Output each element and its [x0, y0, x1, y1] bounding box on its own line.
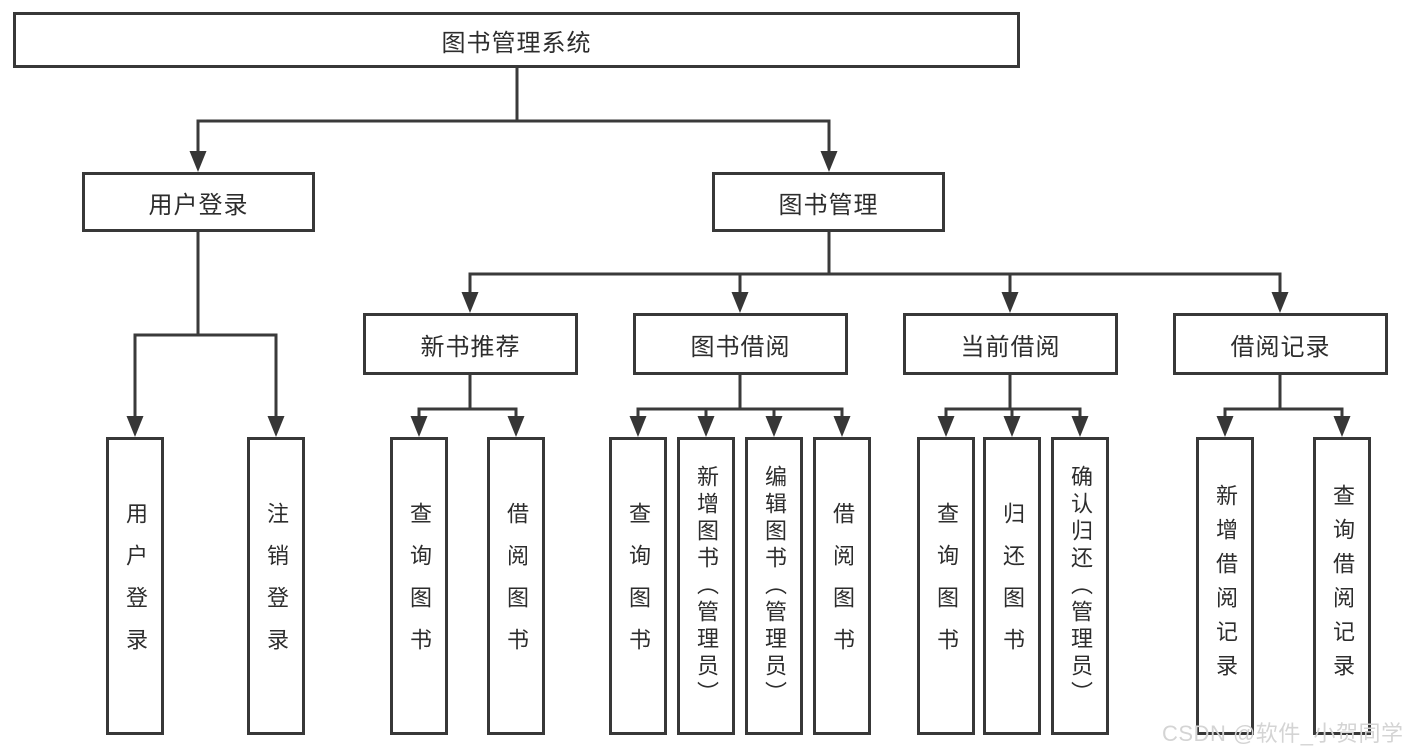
- leaf-label: 新增图书（管理员）: [694, 464, 719, 708]
- leaf-edit-books-admin: 编辑图书（管理员）: [745, 437, 803, 735]
- leaf-label: 查询图书: [934, 502, 959, 670]
- leaf-confirm-return-admin: 确认归还（管理员）: [1051, 437, 1109, 735]
- leaf-add-borrow-record: 新增借阅记录: [1196, 437, 1254, 735]
- node-label: 图书借阅: [690, 333, 791, 361]
- leaf-logout-login: 注销登录: [247, 437, 305, 735]
- leaf-borrow-books-recommend: 借阅图书: [487, 437, 545, 735]
- node-library-management-system: 图书管理系统: [13, 12, 1020, 68]
- connector-new-book-recommendation-to-leaves: [410, 373, 525, 437]
- leaf-borrow-books-borrowing: 借阅图书: [813, 437, 871, 735]
- leaf-label: 归还图书: [1000, 502, 1025, 670]
- leaf-label: 编辑图书（管理员）: [762, 464, 787, 708]
- leaf-query-books-recommend: 查询图书: [390, 437, 448, 735]
- leaf-query-books-current: 查询图书: [917, 437, 975, 735]
- leaf-label: 查询图书: [407, 502, 432, 670]
- leaf-label: 确认归还（管理员）: [1068, 464, 1093, 708]
- node-label: 当前借阅: [960, 333, 1061, 361]
- node-label: 用户登录: [148, 191, 249, 219]
- leaf-add-books-admin: 新增图书（管理员）: [677, 437, 735, 735]
- node-label: 借阅记录: [1230, 333, 1331, 361]
- node-label: 图书管理: [778, 191, 879, 219]
- connector-current-borrowing-to-leaves: [937, 373, 1089, 437]
- leaf-label: 查询借阅记录: [1330, 484, 1355, 688]
- leaf-return-books: 归还图书: [983, 437, 1041, 735]
- leaf-label: 注销登录: [264, 502, 289, 670]
- node-user-login: 用户登录: [82, 172, 315, 232]
- node-current-borrowing: 当前借阅: [903, 313, 1118, 375]
- node-book-borrowing: 图书借阅: [633, 313, 848, 375]
- node-label: 图书管理系统: [441, 29, 592, 57]
- node-book-management: 图书管理: [712, 172, 945, 232]
- connector-book-borrowing-to-leaves: [629, 373, 851, 437]
- connector-user-login-to-leaves: [126, 230, 285, 437]
- node-label: 新书推荐: [420, 333, 521, 361]
- node-borrowing-records: 借阅记录: [1173, 313, 1388, 375]
- leaf-label: 用户登录: [123, 502, 148, 670]
- leaf-user-login: 用户登录: [106, 437, 164, 735]
- node-new-book-recommendation: 新书推荐: [363, 313, 578, 375]
- leaf-label: 新增借阅记录: [1213, 484, 1238, 688]
- leaf-query-borrow-record: 查询借阅记录: [1313, 437, 1371, 735]
- connector-book-management-to-level3: [461, 230, 1289, 313]
- leaf-label: 查询图书: [626, 502, 651, 670]
- watermark: CSDN @软件_小贺同学: [1162, 721, 1404, 746]
- connector-borrowing-records-to-leaves: [1216, 373, 1351, 437]
- leaf-label: 借阅图书: [504, 502, 529, 670]
- connector-root-to-level2: [189, 66, 838, 172]
- leaf-label: 借阅图书: [830, 502, 855, 670]
- leaf-query-books-borrowing: 查询图书: [609, 437, 667, 735]
